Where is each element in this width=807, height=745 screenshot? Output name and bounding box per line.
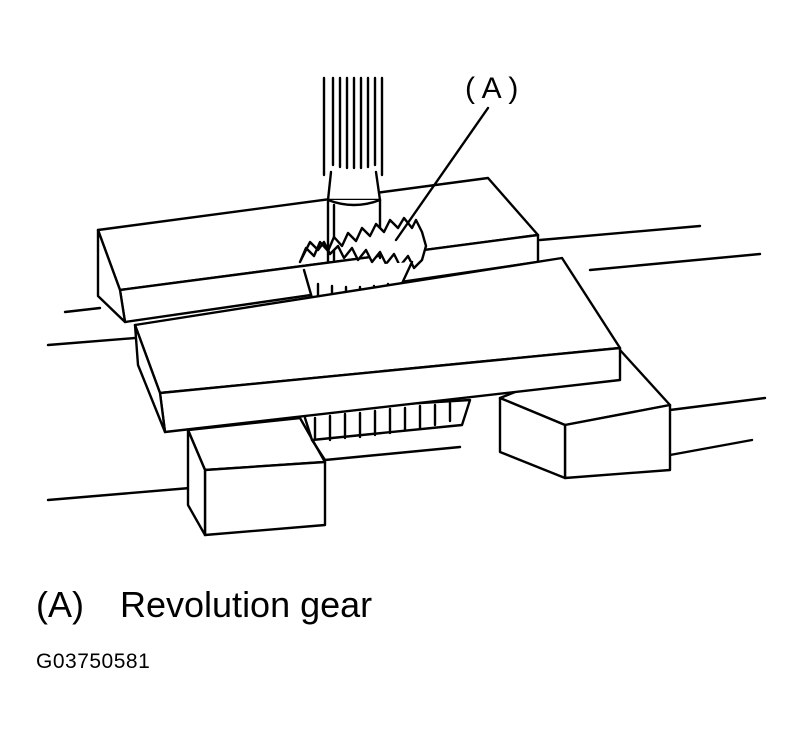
legend-key: (A) (36, 584, 84, 625)
legend: (A) Revolution gear (36, 584, 372, 626)
legend-text: Revolution gear (120, 584, 373, 625)
press-shaft (322, 76, 384, 264)
rails (46, 224, 767, 502)
figure-code: G03750581 (36, 650, 151, 673)
right-support-block (498, 348, 672, 480)
callout-label-a: ( A ) (465, 72, 518, 105)
front-plate (133, 256, 622, 434)
left-support-block (186, 416, 327, 537)
callout-leader-line (394, 106, 490, 242)
press-gear-diagram: ( A ) (46, 72, 767, 537)
